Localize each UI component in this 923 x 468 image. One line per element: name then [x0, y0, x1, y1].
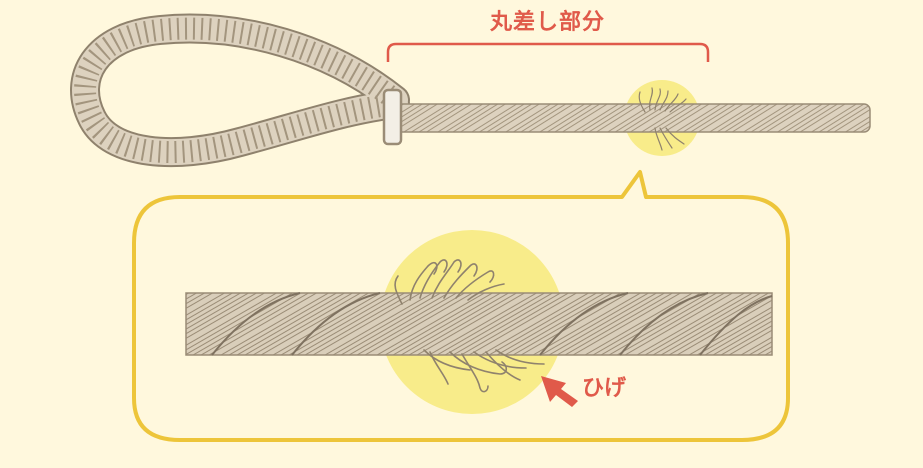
whisker-label: ひげ	[582, 376, 627, 401]
rope-straight-top	[394, 103, 871, 133]
splice-section-label: 丸差し部分	[490, 10, 606, 35]
rope-detail	[185, 292, 773, 356]
splice-bracket	[386, 42, 710, 62]
whisker-strands-large	[394, 259, 545, 393]
whisker-pointer-arrow	[541, 376, 578, 407]
whisker-strands-small	[638, 87, 687, 151]
metal-sleeve	[382, 88, 403, 146]
rope-eye-loop	[70, 13, 410, 168]
